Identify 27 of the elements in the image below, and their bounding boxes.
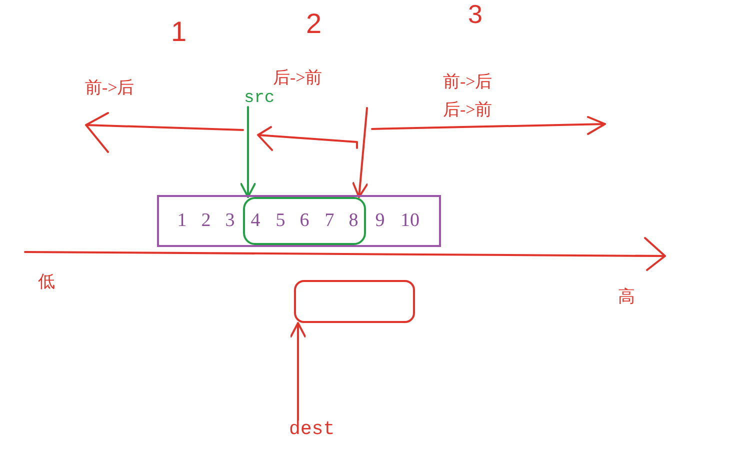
region-number: 1: [171, 16, 187, 47]
array-value: 1: [177, 211, 187, 231]
array-value: 4: [250, 211, 260, 231]
region-number: 3: [468, 0, 482, 29]
array-value: 8: [348, 211, 358, 231]
pointer-label: src: [244, 90, 275, 107]
array-value: 2: [201, 211, 211, 231]
arrow: [352, 107, 369, 198]
region-number: 2: [306, 8, 322, 39]
array-value: 7: [324, 211, 334, 231]
array-value: 10: [400, 211, 420, 231]
axis-label: 低: [38, 272, 55, 291]
array-box: [157, 195, 441, 247]
array-value: 5: [276, 211, 286, 231]
direction-label: 前->后: [85, 78, 134, 97]
direction-label: 后->前: [443, 100, 492, 119]
arrow: [240, 106, 256, 198]
array-value: 3: [225, 211, 235, 231]
destination-range-box: [294, 280, 415, 323]
source-range-box: [243, 197, 366, 245]
axis-label: 高: [618, 287, 635, 306]
direction-label: 后->前: [273, 68, 322, 87]
array-value: 6: [300, 211, 310, 231]
array-value: 9: [375, 211, 385, 231]
pointer-label: dest: [289, 420, 335, 439]
arrow: [290, 322, 306, 421]
direction-label: 前->后: [443, 72, 492, 91]
